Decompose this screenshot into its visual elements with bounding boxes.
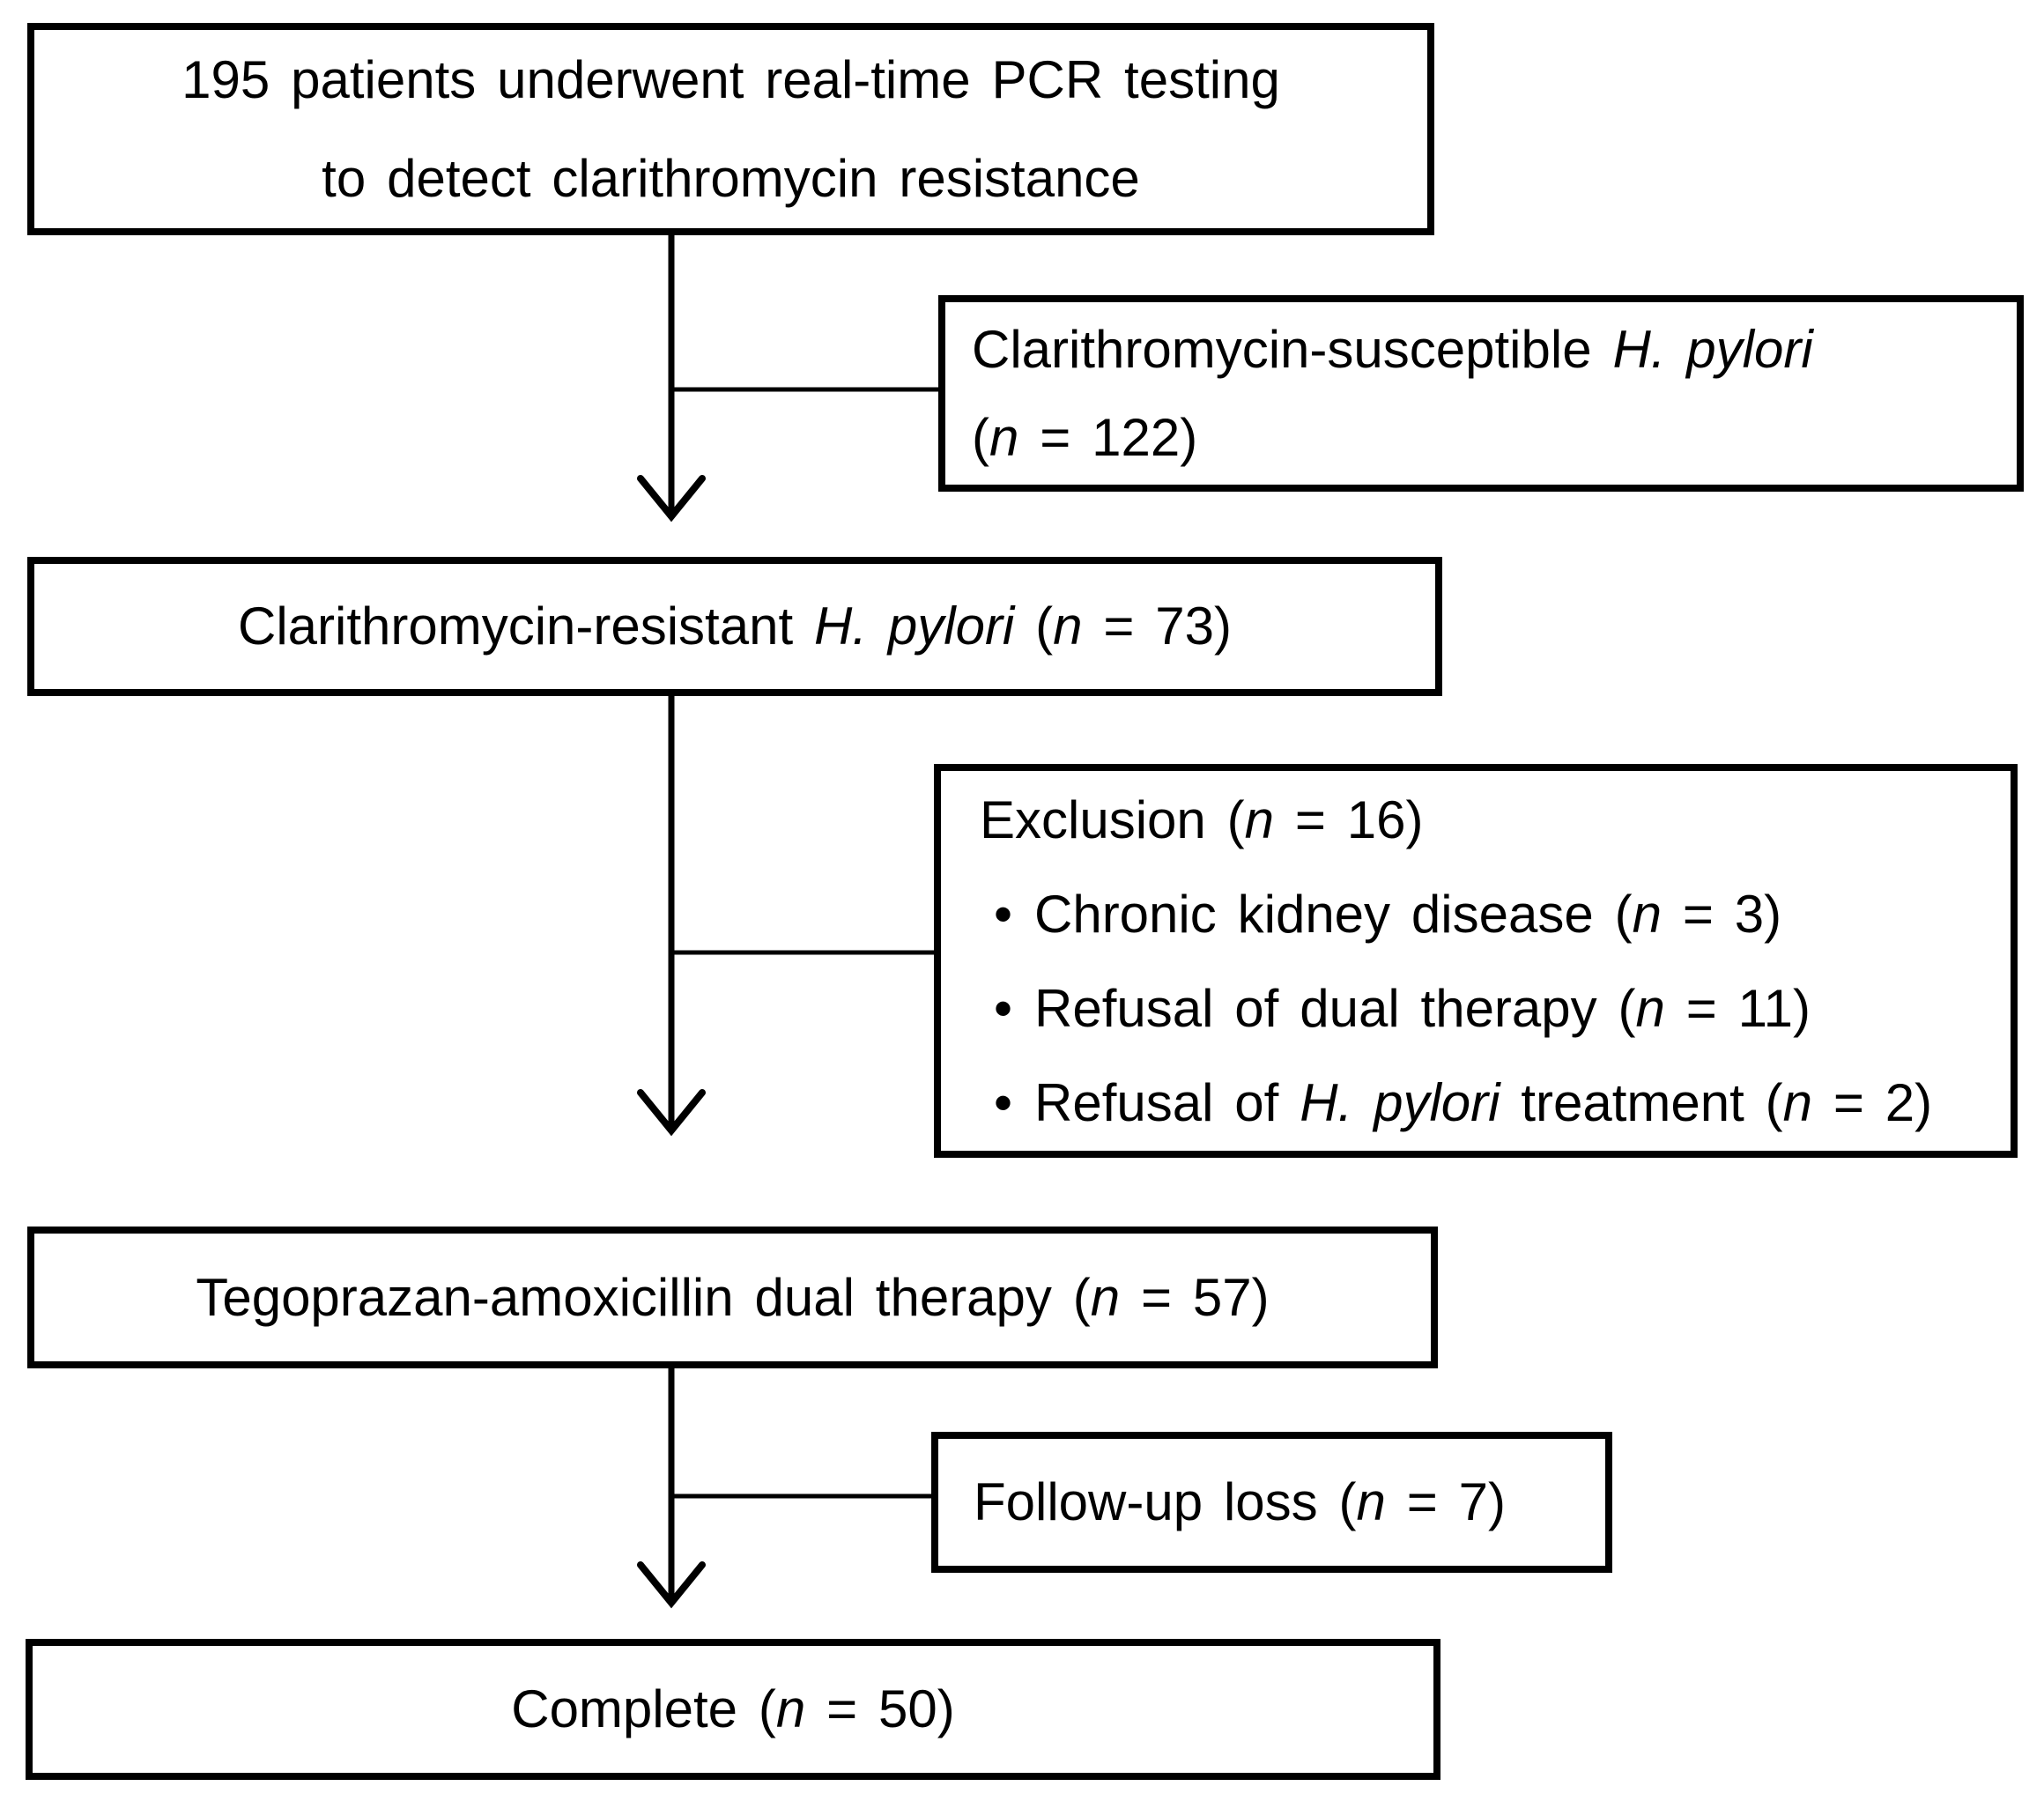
arrow-down-icon [637, 1561, 706, 1609]
text-run: ( [1014, 597, 1054, 656]
box-exclusion: Exclusion (n = 16) •Chronic kidney disea… [934, 764, 2018, 1158]
susceptible-label: Clarithromycin-susceptible H. pylori [972, 306, 2017, 394]
dual-therapy-label: Tegoprazan-amoxicillin dual therapy (n =… [34, 1254, 1431, 1342]
bullet-icon: • [994, 978, 1013, 1038]
n-italic: n [1782, 1072, 1813, 1132]
bullet-icon: • [994, 884, 1013, 944]
h-pylori-italic: H. pylori [1612, 319, 1813, 379]
text-run: = 2) [1812, 1072, 1933, 1132]
text-run: Clarithromycin-resistant [237, 597, 815, 656]
text-run: = 50) [805, 1679, 955, 1738]
h-pylori-italic: H. pylori [1300, 1072, 1500, 1132]
n-italic: n [1632, 884, 1662, 944]
text-run: Clarithromycin-susceptible [972, 319, 1613, 379]
n-italic: n [1244, 789, 1275, 849]
text-run: = 11) [1664, 978, 1811, 1038]
exclusion-bullet-refusal-dual: • Refusal of dual therapy (n = 11) [980, 961, 2003, 1056]
followup-loss-label: Follow-up loss (n = 7) [974, 1458, 1605, 1546]
text-run: treatment ( [1500, 1072, 1783, 1132]
n-italic: n [989, 407, 1019, 467]
n-italic: n [1053, 597, 1083, 656]
exclusion-bullet-ckd: • Chronic kidney disease (n = 3) [980, 867, 2003, 961]
text-run: Exclusion ( [980, 789, 1245, 849]
box-clarithromycin-resistant: Clarithromycin-resistant H. pylori (n = … [27, 557, 1442, 696]
text-run: Refusal of dual therapy ( [1034, 978, 1636, 1038]
box-complete: Complete (n = 50) [26, 1639, 1440, 1780]
n-italic: n [1356, 1472, 1386, 1531]
text-run: = 122) [1018, 407, 1198, 467]
text-run: = 57) [1120, 1267, 1270, 1327]
text-run: = 16) [1274, 789, 1424, 849]
text-run: Chronic kidney disease ( [1034, 884, 1633, 944]
n-italic: n [1090, 1267, 1121, 1327]
text-run: = 7) [1385, 1472, 1507, 1531]
box-clarithromycin-susceptible: Clarithromycin-susceptible H. pylori (n … [938, 295, 2024, 492]
susceptible-count: (n = 122) [972, 394, 2017, 482]
n-italic: n [1635, 978, 1665, 1038]
pcr-testing-line2: to detect clarithromycin resistance [322, 148, 1140, 208]
complete-label: Complete (n = 50) [33, 1665, 1433, 1753]
resistant-label: Clarithromycin-resistant H. pylori (n = … [34, 582, 1435, 671]
box-followup-loss: Follow-up loss (n = 7) [931, 1432, 1612, 1573]
box-pcr-testing: 195 patients underwent real-time PCR tes… [27, 23, 1434, 235]
h-pylori-italic: H. pylori [814, 597, 1015, 656]
exclusion-title: Exclusion (n = 16) [980, 773, 2003, 867]
text-run: Tegoprazan-amoxicillin dual therapy ( [196, 1267, 1091, 1327]
text-run: Follow-up loss ( [974, 1472, 1357, 1531]
text-run: Complete ( [511, 1679, 776, 1738]
text-run: Refusal of [1034, 1072, 1300, 1132]
text-run: ( [972, 407, 989, 467]
text-run: = 73) [1082, 597, 1232, 656]
bullet-icon: • [994, 1072, 1013, 1132]
n-italic: n [775, 1679, 806, 1738]
text-run: = 3) [1661, 884, 1782, 944]
exclusion-bullet-refusal-treatment: • Refusal of H. pylori treatment (n = 2) [980, 1056, 2003, 1150]
arrow-down-icon [637, 475, 706, 523]
arrow-down-icon [637, 1089, 706, 1137]
box-dual-therapy: Tegoprazan-amoxicillin dual therapy (n =… [27, 1227, 1438, 1368]
pcr-testing-line1: 195 patients underwent real-time PCR tes… [181, 49, 1280, 109]
